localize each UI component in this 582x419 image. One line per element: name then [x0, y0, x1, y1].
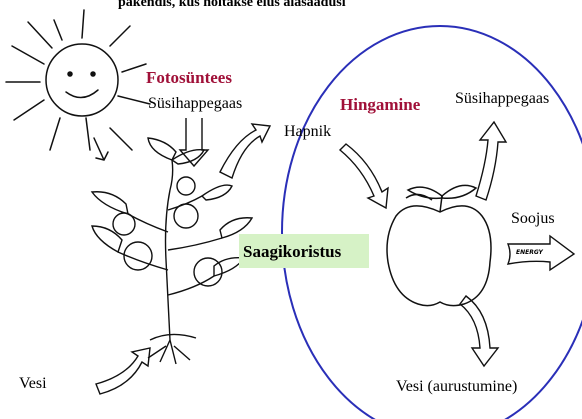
arrow-icon [220, 124, 270, 178]
arrow-icon [460, 296, 498, 366]
arrow-icon [340, 144, 388, 208]
label-co2-left: Süsihappegaas [148, 96, 242, 112]
label-oxygen: Hapnik [284, 124, 331, 140]
label-energy: ENERGY [516, 250, 543, 256]
label-water-right: Vesi (aurustumine) [396, 379, 517, 395]
plant-icon [92, 138, 252, 364]
arrow-icon [180, 118, 208, 166]
label-photosynthesis: Fotosüntees [146, 69, 232, 86]
label-heat: Soojus [511, 211, 555, 227]
arrow-icon [96, 348, 150, 394]
arrow-icon [476, 122, 506, 200]
label-harvest: Saagikoristus [243, 242, 341, 262]
apple-icon [387, 185, 491, 305]
label-co2-right: Süsihappegaas [455, 91, 549, 107]
sun-icon [6, 10, 150, 160]
label-respiration: Hingamine [340, 96, 420, 113]
label-water-left: Vesi [19, 376, 47, 392]
harvest-box: Saagikoristus [239, 234, 369, 268]
page-title: pakendis, kus hoitakse elus alasaadusi [118, 0, 346, 10]
